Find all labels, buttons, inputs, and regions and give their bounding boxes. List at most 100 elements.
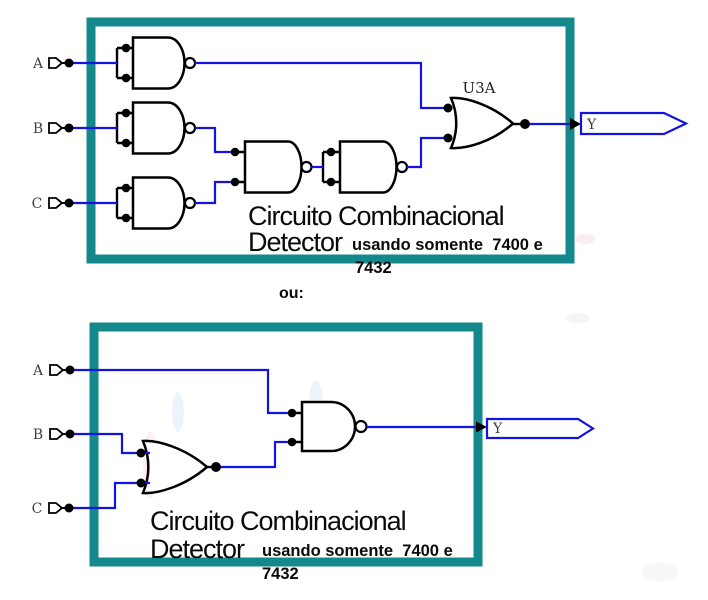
inversion-bubble <box>183 196 197 210</box>
bottom-circuit: A B C Y Circuito Combinacional Detector … <box>32 322 596 583</box>
input-port-b: B <box>33 427 75 443</box>
inversion-bubble <box>183 121 197 135</box>
nand-gate-body <box>243 140 303 194</box>
or-gate-body <box>449 96 515 150</box>
output-label-y: Y <box>492 421 503 437</box>
wire-notc-to-nand <box>195 180 231 205</box>
junction-dot <box>443 133 453 143</box>
junction-dot <box>520 119 530 129</box>
input-pin-icon <box>48 57 64 69</box>
wire-input-a <box>70 368 288 415</box>
gate-input-stubs <box>235 150 245 184</box>
top-circuit: U3A A B C <box>32 17 689 277</box>
junction-dot <box>121 43 131 53</box>
input-label-b: B <box>33 427 43 443</box>
gate-input-bracket <box>321 150 340 184</box>
input-pin-icon <box>49 364 65 376</box>
caption-chip: 7432 <box>355 259 392 277</box>
input-pin-icon <box>48 122 64 134</box>
junction-dot <box>65 365 75 375</box>
output-flag-shape <box>485 417 596 440</box>
nand-inverter-a <box>115 36 197 90</box>
input-label-a: A <box>32 56 44 72</box>
input-label-b: B <box>33 121 43 137</box>
output-flag-shape <box>579 111 689 136</box>
or-gate-body <box>141 439 209 495</box>
junction-dot <box>443 103 453 113</box>
caption-title: Circuito Combinacional <box>150 506 406 536</box>
inversion-bubble <box>183 56 197 70</box>
junction-dot <box>287 408 297 418</box>
nand-inverter-c <box>115 176 197 230</box>
nand-gate-body <box>131 36 186 90</box>
input-port-c: C <box>32 196 74 212</box>
input-pin-icon <box>48 197 64 209</box>
junction-dot <box>230 177 240 187</box>
junction-dot <box>211 462 221 472</box>
output-flag-y: Y <box>579 111 689 136</box>
input-port-b: B <box>33 121 74 137</box>
input-port-c: C <box>32 501 74 517</box>
inversion-bubble <box>395 160 409 174</box>
wire-nand-to-or <box>407 136 452 169</box>
artifact-smudge <box>575 234 595 244</box>
wire-nota-to-or <box>195 61 452 110</box>
nand-gate-middle <box>230 140 313 194</box>
junction-dot <box>326 177 336 187</box>
artifact-smudge <box>642 563 678 581</box>
nand-gate-body <box>131 101 186 155</box>
nand-gate-body <box>131 176 186 230</box>
inversion-bubble <box>300 160 313 174</box>
junction-dot <box>121 213 131 223</box>
output-flag-y: Y <box>485 417 596 440</box>
caption-note: usando somente 7400 e <box>262 542 453 560</box>
inversion-bubble <box>354 419 368 434</box>
junction-dot <box>64 58 74 68</box>
junction-dot <box>121 183 131 193</box>
junction-dot <box>121 138 131 148</box>
nand-gate-body <box>338 140 398 194</box>
input-pin-icon <box>48 502 64 514</box>
caption-subtitle: Detector <box>150 534 245 564</box>
junction-dot <box>64 198 74 208</box>
border-pin-icon <box>570 118 581 130</box>
wire-input-b <box>70 432 150 455</box>
separator-label: ou: <box>279 285 304 302</box>
junction-dot <box>287 437 297 447</box>
junction-dot <box>326 147 336 157</box>
input-label-a: A <box>32 363 44 379</box>
output-label-y: Y <box>586 117 597 133</box>
or-gate-u3a: U3A <box>449 79 526 150</box>
artifact-smudge <box>566 313 590 323</box>
caption-title: Circuito Combinacional <box>248 201 504 231</box>
wire-or-to-nand <box>221 440 288 469</box>
border-pin-icon <box>476 421 487 433</box>
junction-dot <box>136 478 146 488</box>
gate-input-bracket <box>115 46 133 80</box>
junction-dot <box>64 503 74 513</box>
or-gate-bc <box>141 439 221 495</box>
input-port-a: A <box>32 56 74 72</box>
gate-input-bracket <box>115 111 133 145</box>
nand-inverter-middle <box>321 140 409 194</box>
caption-chip: 7432 <box>262 565 299 583</box>
wire-notb-to-nand <box>195 126 231 154</box>
nand-inverter-b <box>115 101 197 155</box>
input-label-c: C <box>32 501 43 517</box>
artifact-smudge <box>172 392 184 432</box>
gate-designator: U3A <box>462 79 495 97</box>
circuit-border <box>89 322 483 567</box>
caption-subtitle: Detector <box>248 227 343 257</box>
junction-dot <box>230 147 240 157</box>
circuit-border <box>86 17 575 264</box>
input-port-a: A <box>32 363 75 379</box>
junction-dot <box>64 123 74 133</box>
input-pin-icon <box>49 428 65 440</box>
input-label-c: C <box>32 196 43 212</box>
gate-input-stubs <box>292 411 302 444</box>
nand-gate-output <box>287 400 368 453</box>
wire-input-c <box>69 481 150 510</box>
caption-note: usando somente 7400 e <box>352 236 543 254</box>
junction-dot <box>65 429 75 439</box>
